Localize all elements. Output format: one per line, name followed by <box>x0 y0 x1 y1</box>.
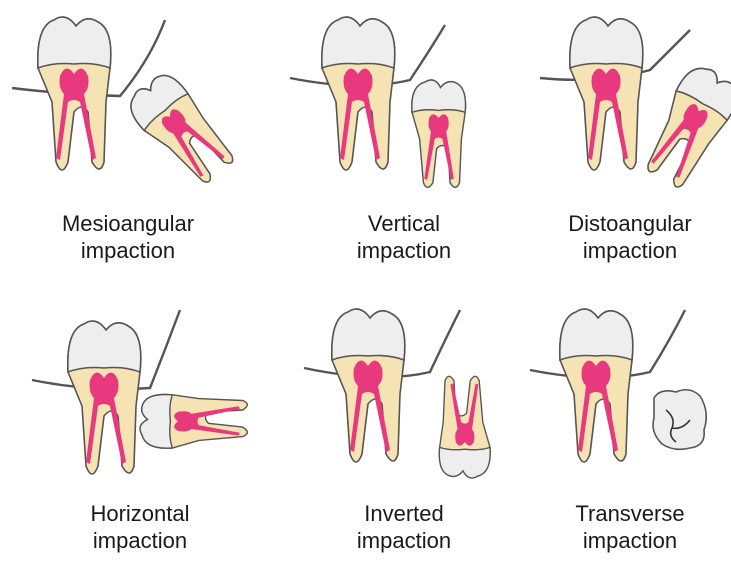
inverted-illustration <box>304 309 490 478</box>
caption-line2: impaction <box>530 527 730 554</box>
caption-line2: impaction <box>530 237 730 264</box>
caption-line1: Transverse <box>530 500 730 527</box>
caption-line1: Horizontal <box>40 500 240 527</box>
caption-vertical: Vertical impaction <box>304 210 504 264</box>
transverse-crown <box>653 390 706 450</box>
caption-horizontal: Horizontal impaction <box>40 500 240 554</box>
vertical-illustration <box>290 17 466 187</box>
caption-line1: Mesioangular <box>28 210 228 237</box>
caption-transverse: Transverse impaction <box>530 500 730 554</box>
caption-line2: impaction <box>304 237 504 264</box>
mesioangular-illustration <box>12 17 240 192</box>
transverse-illustration <box>530 309 706 462</box>
caption-line1: Vertical <box>304 210 504 237</box>
caption-inverted: Inverted impaction <box>304 500 504 554</box>
caption-line1: Inverted <box>304 500 504 527</box>
caption-line2: impaction <box>304 527 504 554</box>
horizontal-illustration <box>32 310 247 474</box>
caption-mesioangular: Mesioangular impaction <box>28 210 228 264</box>
caption-distoangular: Distoangular impaction <box>530 210 730 264</box>
caption-line2: impaction <box>28 237 228 264</box>
caption-line2: impaction <box>40 527 240 554</box>
distoangular-illustration <box>540 17 731 192</box>
caption-line1: Distoangular <box>530 210 730 237</box>
